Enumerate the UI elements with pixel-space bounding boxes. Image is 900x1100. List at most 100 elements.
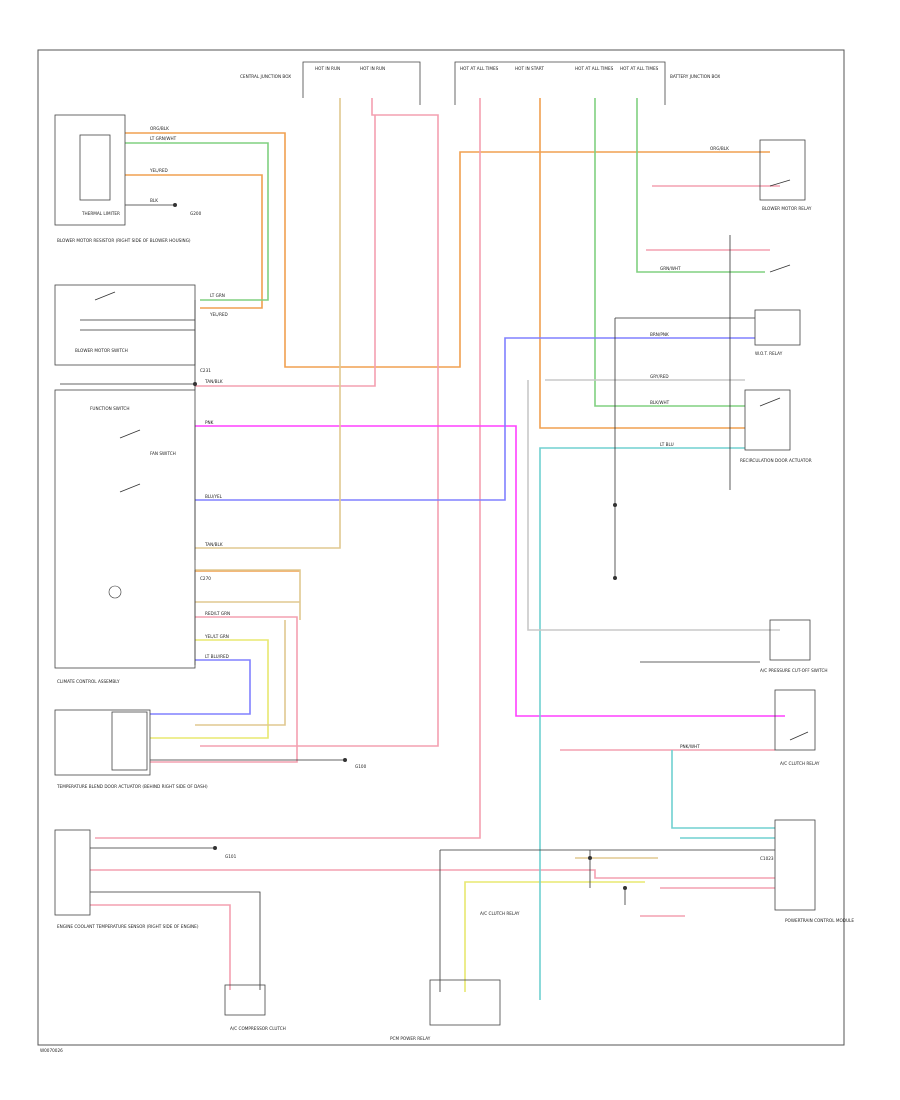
function-switch-label: FUNCTION SWITCH	[90, 406, 130, 411]
ac-clutch-label: A/C COMPRESSOR CLUTCH	[230, 1026, 286, 1031]
orange-wire-3	[539, 98, 745, 429]
green-wire-3	[636, 98, 765, 273]
wire-label-10: BLU/YEL	[205, 494, 223, 499]
ac-relay-box	[774, 689, 816, 751]
wire-label-3: YEL/RED	[149, 168, 168, 173]
pink-wire-8	[90, 904, 231, 990]
wire-label-20: BRN/PNK	[650, 332, 669, 337]
switch-contact-6	[119, 429, 141, 439]
temperature-blend-door-box	[54, 709, 151, 776]
labels: BLOWER MOTOR RESISTOR (RIGHT SIDE OF BLO…	[40, 66, 854, 1053]
wire-label-8: ORG/BLK	[710, 146, 729, 151]
powertrain-control-module-box	[774, 819, 816, 911]
wire-label-1: ORG/BLK	[150, 126, 169, 131]
diagram-frame	[37, 49, 845, 1046]
pink-wire-6	[150, 616, 298, 763]
green-wire-2	[594, 98, 745, 407]
green-wire-1	[125, 142, 269, 301]
components	[54, 61, 816, 1026]
actuator-connector-box	[111, 711, 148, 771]
wire-label-9: PNK	[205, 420, 214, 425]
engine-coolant-sensor-box	[54, 829, 91, 916]
fuse-label-2: HOT IN RUN	[360, 66, 385, 71]
yellow-wire-2	[464, 881, 645, 992]
recirc-door-label: RECIRCULATION DOOR ACTUATOR	[740, 458, 812, 463]
blower-relay-label: BLOWER MOTOR RELAY	[762, 206, 812, 211]
pcm-relay-box	[429, 979, 501, 1026]
pink-wire-3	[95, 98, 481, 839]
ground-label-2: G100	[355, 764, 367, 769]
central-junction-box-label: CENTRAL JUNCTION BOX	[240, 74, 291, 79]
switch-contact-1	[769, 179, 791, 187]
ground-node-4	[613, 576, 617, 580]
fuse-label-4: HOT IN START	[515, 66, 544, 71]
magenta-wire	[195, 425, 785, 717]
wire-label-5: LT GRN	[210, 293, 225, 298]
grey-wire-1	[527, 380, 780, 631]
battery-junction-box-outline	[454, 61, 666, 105]
pcm-relay-label: PCM POWER RELAY	[390, 1036, 431, 1041]
ground-label-1: G200	[190, 211, 202, 216]
cyan-wire-2	[671, 750, 775, 829]
tan-wire-3	[195, 620, 286, 726]
switch-contact-4	[789, 731, 809, 741]
climate-control-assembly-box	[54, 389, 196, 669]
splice-node-1	[613, 503, 617, 507]
switch-contact-2	[769, 264, 791, 273]
wire-label-17: BLK/WHT	[650, 400, 670, 405]
yellow-wire-1	[150, 639, 269, 739]
ground-label-3: G101	[225, 854, 237, 859]
switch-contact-3	[759, 397, 781, 407]
fuse-label-6: HOT AT ALL TIMES	[620, 66, 659, 71]
tan-wire-2	[195, 569, 301, 620]
engine-coolant-sensor-label: ENGINE COOLANT TEMPERATURE SENSOR (RIGHT…	[57, 924, 199, 929]
wot-relay-box	[754, 309, 801, 346]
lamp-icon	[108, 585, 122, 599]
wire-label-4: BLK	[150, 198, 158, 203]
blower-motor-resistor-label: BLOWER MOTOR RESISTOR (RIGHT SIDE OF BLO…	[57, 238, 191, 243]
black-wires	[60, 204, 775, 992]
pink-wire-2	[195, 115, 376, 387]
fuse-label-5: HOT AT ALL TIMES	[575, 66, 614, 71]
wires	[90, 98, 785, 1000]
connector-label-2: C270	[200, 576, 211, 581]
wire-label-14: YEL/LT GRN	[204, 634, 229, 639]
splice-node-2	[623, 886, 627, 890]
wire-label-18: GRY/RED	[650, 374, 669, 379]
recirc-door-box	[744, 389, 791, 451]
ac-pressure-switch-label: A/C PRESSURE CUT-OFF SWITCH	[760, 668, 828, 673]
thermal-limiter-box	[79, 134, 111, 201]
switch-contact-7	[119, 483, 141, 493]
blower-relay-box	[759, 139, 806, 201]
orange-wire-1	[125, 132, 770, 368]
tan-wire-1	[195, 98, 341, 549]
wire-label-16: PNK/WHT	[680, 744, 700, 749]
ground-node-1	[173, 203, 177, 207]
fan-switch-label: FAN SWITCH	[150, 451, 176, 456]
nodes	[173, 203, 627, 890]
splice-node-3	[588, 856, 592, 860]
switch-contact-5	[94, 291, 116, 301]
blower-motor-switch-label: BLOWER MOTOR SWITCH	[75, 348, 128, 353]
connector-label-3: C1023	[760, 856, 774, 861]
cyan-wire-1	[539, 447, 745, 1000]
pink-wire-7	[90, 869, 775, 879]
thermal-limiter-label: THERMAL LIMITER	[81, 211, 120, 216]
orange-wire-2	[125, 174, 263, 309]
central-junction-box-outline	[302, 61, 421, 105]
wire-label-6: YEL/RED	[209, 312, 228, 317]
fuse-label-3: HOT AT ALL TIMES	[460, 66, 499, 71]
wire-label-11: GRN/WHT	[660, 266, 681, 271]
splice-node-4	[193, 382, 197, 386]
ground-node-3	[213, 846, 217, 850]
ac-clutch-box	[224, 984, 266, 1016]
blue-wire-1	[195, 337, 755, 501]
connector-label-1: C231	[200, 368, 211, 373]
ac-relay-label: A/C CLUTCH RELAY	[780, 761, 820, 766]
ground-node-2	[343, 758, 347, 762]
pcm-label: POWERTRAIN CONTROL MODULE	[785, 918, 854, 923]
wire-label-2: LT GRN/WHT	[150, 136, 177, 141]
blower-motor-resistor-box	[54, 114, 126, 226]
blower-motor-switch-box	[54, 284, 196, 366]
